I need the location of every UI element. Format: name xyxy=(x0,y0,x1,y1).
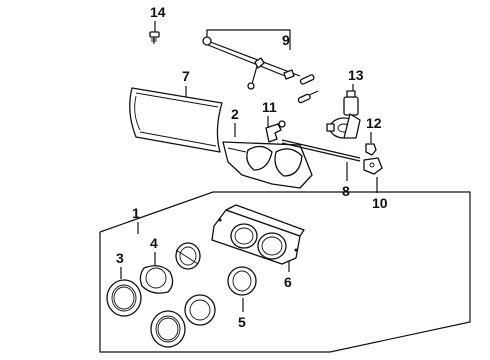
callout-14: 14 xyxy=(150,4,166,20)
callout-9: 9 xyxy=(282,32,290,48)
pivot-bracket-part xyxy=(265,120,286,143)
callout-12: 12 xyxy=(366,115,382,131)
assembly-bracket xyxy=(99,191,471,353)
callout-6: 6 xyxy=(284,274,292,290)
callout-7: 7 xyxy=(182,68,190,84)
callout-4: 4 xyxy=(150,235,158,251)
trim-ring-lower-part xyxy=(150,310,186,348)
gauge-lens-part xyxy=(139,265,174,294)
leader-lines xyxy=(120,21,378,312)
callout-5: 5 xyxy=(238,314,246,330)
callout-2: 2 xyxy=(231,106,239,122)
gauge-housing-part xyxy=(211,204,305,265)
screw-part xyxy=(149,31,160,44)
gauge-ring-upper-part xyxy=(175,242,201,270)
cluster-bezel-part xyxy=(222,141,313,189)
callout-11: 11 xyxy=(262,99,277,115)
linkage-rod-part xyxy=(202,36,319,104)
callout-1: 1 xyxy=(132,205,140,221)
callout-8: 8 xyxy=(342,183,350,199)
callout-3: 3 xyxy=(116,250,124,266)
gauge-ring-right-part xyxy=(227,266,257,296)
lens-part xyxy=(129,87,223,153)
callout-13: 13 xyxy=(348,67,364,83)
cable-part xyxy=(281,139,361,162)
gauge-lens-lower-part xyxy=(184,294,216,326)
end-bracket-part xyxy=(363,157,383,175)
trim-ring-part xyxy=(106,279,142,317)
clip-part xyxy=(365,143,377,156)
callout-10: 10 xyxy=(372,195,388,211)
actuator-motor-part xyxy=(326,90,361,139)
